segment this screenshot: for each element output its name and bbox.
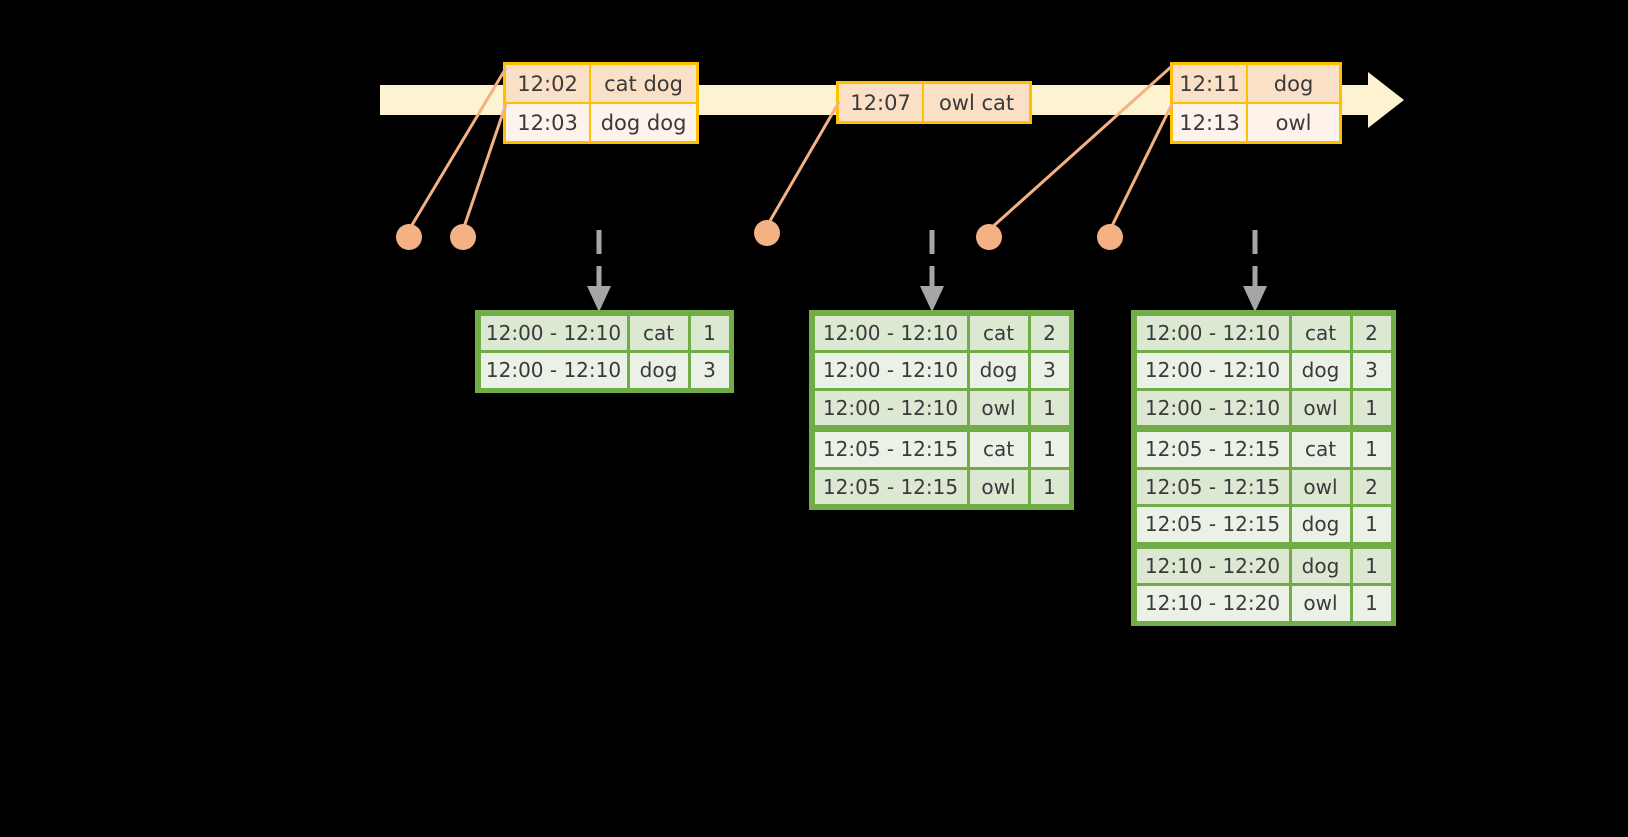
cell-window: 12:00 - 12:10 — [480, 353, 627, 388]
cell-word: cat — [1291, 432, 1350, 467]
cell-word: dog — [629, 353, 688, 388]
cell-word: owl — [1291, 586, 1350, 621]
dot-12-03 — [450, 224, 476, 250]
event-row: 12:11 dog — [1173, 65, 1339, 102]
cell-count: 1 — [1352, 390, 1391, 425]
cell-count: 2 — [1352, 469, 1391, 504]
cell-window: 12:00 - 12:10 — [480, 315, 627, 350]
cell-word: dog — [1291, 507, 1350, 542]
result-table-after-12-07: 12:00 - 12:10 cat 2 12:00 - 12:10 dog 3 … — [809, 310, 1074, 510]
timeline-arrowhead-icon — [1368, 72, 1404, 128]
event-box-1: 12:02 cat dog 12:03 dog dog — [503, 62, 699, 144]
result-table-after-12-13: 12:00 - 12:10 cat 2 12:00 - 12:10 dog 3 … — [1131, 310, 1396, 626]
cell-window: 12:05 - 12:15 — [814, 432, 967, 467]
cell-count: 3 — [690, 353, 729, 388]
dashed-down-arrow-3 — [1243, 230, 1267, 312]
dashed-down-arrow-1 — [587, 230, 611, 312]
table-row: 12:00 - 12:10 owl 1 — [1135, 389, 1392, 427]
dot-12-11 — [976, 224, 1002, 250]
event-time: 12:13 — [1173, 104, 1249, 141]
event-row: 12:03 dog dog — [506, 102, 696, 141]
cell-word: cat — [969, 432, 1028, 467]
cell-window: 12:10 - 12:20 — [1136, 586, 1289, 621]
cell-count: 1 — [1030, 390, 1069, 425]
event-time: 12:03 — [506, 104, 592, 141]
cell-word: owl — [969, 469, 1028, 504]
cell-word: owl — [1291, 390, 1350, 425]
event-time: 12:02 — [506, 65, 592, 102]
event-row: 12:07 owl cat — [839, 84, 1029, 121]
table-row: 12:00 - 12:10 dog 3 — [479, 352, 730, 390]
event-time: 12:07 — [839, 84, 925, 121]
cell-count: 1 — [690, 315, 729, 350]
cell-window: 12:05 - 12:15 — [1136, 469, 1289, 504]
event-box-3: 12:11 dog 12:13 owl — [1170, 62, 1342, 144]
cell-word: dog — [1291, 548, 1350, 583]
table-row: 12:00 - 12:10 cat 1 — [479, 314, 730, 352]
dot-12-13 — [1097, 224, 1123, 250]
cell-count: 3 — [1030, 353, 1069, 388]
table-row: 12:05 - 12:15 dog 1 — [1135, 506, 1392, 544]
table-row: 12:10 - 12:20 owl 1 — [1135, 585, 1392, 623]
cell-window: 12:00 - 12:10 — [1136, 353, 1289, 388]
cell-count: 2 — [1352, 315, 1391, 350]
event-words: dog dog — [591, 104, 696, 141]
event-words: cat dog — [591, 65, 696, 102]
table-row: 12:05 - 12:15 owl 2 — [1135, 468, 1392, 506]
cell-window: 12:05 - 12:15 — [814, 469, 967, 504]
cell-word: dog — [969, 353, 1028, 388]
table-row: 12:05 - 12:15 cat 1 — [813, 426, 1070, 469]
event-words: owl — [1248, 104, 1339, 141]
cell-window: 12:00 - 12:10 — [814, 315, 967, 350]
cell-count: 1 — [1030, 432, 1069, 467]
event-time: 12:11 — [1173, 65, 1249, 102]
table-row: 12:00 - 12:10 dog 3 — [813, 352, 1070, 390]
cell-word: owl — [969, 390, 1028, 425]
dot-12-07 — [754, 220, 780, 246]
cell-count: 1 — [1352, 548, 1391, 583]
cell-window: 12:00 - 12:10 — [1136, 390, 1289, 425]
cell-count: 1 — [1030, 469, 1069, 504]
table-row: 12:05 - 12:15 owl 1 — [813, 468, 1070, 506]
event-words: owl cat — [924, 84, 1029, 121]
result-table-after-12-03: 12:00 - 12:10 cat 1 12:00 - 12:10 dog 3 — [475, 310, 734, 393]
dot-12-02 — [396, 224, 422, 250]
cell-window: 12:00 - 12:10 — [1136, 315, 1289, 350]
table-row: 12:05 - 12:15 cat 1 — [1135, 426, 1392, 469]
event-row: 12:02 cat dog — [506, 65, 696, 102]
cell-word: dog — [1291, 353, 1350, 388]
table-row: 12:10 - 12:20 dog 1 — [1135, 543, 1392, 585]
cell-word: cat — [969, 315, 1028, 350]
dashed-down-arrow-2 — [920, 230, 944, 312]
cell-window: 12:10 - 12:20 — [1136, 548, 1289, 583]
cell-word: cat — [1291, 315, 1350, 350]
table-row: 12:00 - 12:10 dog 3 — [1135, 352, 1392, 390]
cell-count: 1 — [1352, 432, 1391, 467]
cell-window: 12:00 - 12:10 — [814, 353, 967, 388]
event-row: 12:13 owl — [1173, 102, 1339, 141]
table-row: 12:00 - 12:10 cat 2 — [1135, 314, 1392, 352]
cell-word: owl — [1291, 469, 1350, 504]
cell-word: cat — [629, 315, 688, 350]
event-box-2: 12:07 owl cat — [836, 81, 1032, 124]
cell-count: 3 — [1352, 353, 1391, 388]
event-words: dog — [1248, 65, 1339, 102]
cell-window: 12:05 - 12:15 — [1136, 432, 1289, 467]
cell-window: 12:00 - 12:10 — [814, 390, 967, 425]
table-row: 12:00 - 12:10 cat 2 — [813, 314, 1070, 352]
cell-count: 1 — [1352, 586, 1391, 621]
cell-count: 2 — [1030, 315, 1069, 350]
table-row: 12:00 - 12:10 owl 1 — [813, 389, 1070, 427]
cell-window: 12:05 - 12:15 — [1136, 507, 1289, 542]
cell-count: 1 — [1352, 507, 1391, 542]
